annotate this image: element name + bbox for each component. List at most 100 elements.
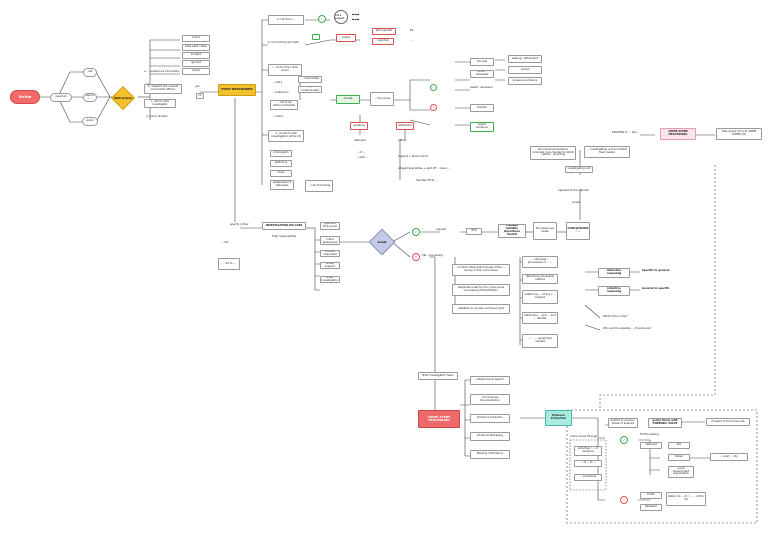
br-2: Forward to the Crime Lab: [706, 418, 750, 426]
reasoning-0: deductive reasoning: [598, 268, 630, 278]
top-right-csp: CRIME SCENE PROCESSING: [660, 128, 696, 140]
investigate-left-label: specify / other: [230, 223, 249, 226]
cri-list-2: establish an access command post: [452, 304, 510, 314]
start-node: Victim: [10, 90, 40, 104]
investigation-sub: Total responsibility: [272, 235, 297, 238]
top-right-process: PROCESS to ... the ...: [612, 131, 640, 134]
step-a: a. ... suspicious information: [144, 70, 180, 73]
invest-list-1: conduct initial assessment: [320, 236, 340, 245]
top-right-apprehend: Apprehend the offender: [558, 189, 590, 192]
csp-bottom: CRIME SCENE PROCESSING: [418, 410, 460, 428]
ring-bottom-node: visitor: [82, 117, 98, 126]
right-box-5: presence evidence: [508, 77, 542, 85]
yes-path-2: Manage Suitable Operations Toolkit: [498, 224, 526, 238]
fr-far-right-1: ... out of handing: [305, 180, 333, 192]
bottom-list-2: Evidence Collection: [470, 414, 510, 423]
right-box-6: transfer: [470, 104, 494, 112]
reasoning-to-0: Specific to general: [642, 269, 670, 272]
investigation-node: INVESTIGATION ON CASE: [262, 222, 306, 230]
yes-path-1: EVP: [466, 228, 482, 235]
note-deterrent: deterrent: [354, 139, 367, 142]
br-13: Released: [640, 504, 662, 511]
br-12: Victim: [640, 492, 662, 499]
step-b: b. dispatch the nearest local patrol off…: [144, 84, 182, 94]
invest-list-2: conduct interviews: [320, 250, 340, 257]
br-8: obtained: [640, 442, 662, 449]
top-right-files: Files and/or Docs at CRIME SCENE (W): [716, 128, 762, 140]
invest-list-4: enter investigation: [320, 276, 340, 283]
bottom-list-4: Marking of Evidence: [470, 450, 510, 459]
fr-step-d: d. conduct initial investigation at the …: [268, 130, 304, 142]
check-icon-bottom: ✓: [620, 436, 628, 444]
decision-wait-label: Wait arrives: [114, 96, 132, 100]
bottom-list-1: Crime Scene Documentation: [470, 394, 510, 405]
note-officer: officer: [398, 139, 407, 142]
br-0: Submit to receive / phase of analysis: [608, 418, 638, 428]
cri-mid-2: determine ... (if any / ... needed): [522, 290, 558, 304]
scribble-1: ▬▬▬: [352, 13, 360, 16]
br-4: Activities / ... of evidence: [574, 446, 602, 456]
top-right-invest: investigating unit: [565, 166, 593, 173]
cri-mid-1: determine processing method: [522, 274, 558, 284]
br-15: ... post ... city: [710, 453, 748, 461]
accept-node: Accept: [336, 95, 360, 104]
top-right-unit: ... investigating unit and SOCO Team lea…: [584, 146, 630, 158]
decision-arrest-label: arrest: [377, 240, 387, 244]
brief-team: Brief Investigation Team: [418, 372, 458, 380]
fr-sub3-1: ... contaminated: [298, 86, 322, 93]
list-a-0: choice: [182, 35, 210, 42]
invest-list-0: type and time (prior): [320, 222, 340, 230]
fr-sub-1: ... protection: [272, 91, 289, 94]
yes-path-0: request: [436, 228, 446, 231]
decision-wait: Wait arrives: [110, 85, 136, 111]
br-1: prefer those with FORENSIC VALUE: [648, 418, 682, 428]
ring-top-node: call: [83, 68, 97, 77]
note-text-4: Handles 5P at ...: [416, 179, 438, 182]
ring-mid-node: reported: [50, 93, 72, 102]
note-text-1: ... with ...: [356, 156, 369, 159]
fr-sub-3: ... scene: [272, 115, 283, 118]
right-box-1: victim / deceased: [470, 70, 494, 78]
cri-list-0: conduct initial walk-through of the ... …: [452, 264, 510, 276]
small-green-box: [312, 34, 320, 40]
accept-top: collect: [336, 34, 356, 42]
right-box-0: the side: [470, 58, 494, 66]
top-right-arrest: arrest: [572, 201, 580, 204]
yes-check-icon: ✓: [318, 15, 326, 23]
reasoning-1: inductive reasoning: [598, 286, 630, 296]
self-reported: self reported: [372, 28, 396, 35]
note-text-0: ... of ...: [356, 151, 366, 154]
br-7: Fill the sealing: [640, 433, 659, 436]
br-10: Owner: [668, 454, 690, 461]
cross-icon-arrest: ✕: [412, 253, 420, 261]
top-right-doc: Document all evidence collected, documen…: [530, 146, 576, 160]
step-c: c. inform duty investigator: [144, 99, 176, 108]
list-a-3: ignored: [182, 60, 210, 67]
cri-mid-3: determine ... and ... and ... utilities: [522, 312, 558, 324]
note-text-3: Alleged Specialties + sent off ... level…: [398, 167, 450, 170]
fr-sub2-0: photograph: [270, 150, 292, 157]
no-small: no: [196, 93, 204, 99]
fr-sub2-3: statements of witnesses: [270, 180, 294, 190]
br-3: Crime scene through: [570, 435, 598, 438]
br-5: ... of ... to ...: [574, 460, 602, 467]
ring-center-node: search / ...: [83, 93, 97, 102]
br-9: KIA: [668, 442, 690, 449]
cri-mid-0: ... interview ... procedures of ... ...: [522, 256, 558, 268]
invest-list-3: arrest suspect: [320, 262, 340, 269]
note-evidence: evidence: [350, 122, 368, 130]
yes-small: yes: [195, 85, 200, 88]
reasoning-to-1: General to specific: [642, 287, 670, 290]
left-small-2: ... 5A to ...: [218, 258, 240, 270]
fr-step-a: a. call from ...: [268, 15, 304, 25]
cri-list-1: designate route for the crime scene proc…: [452, 284, 510, 296]
right-box-2: death / deceased: [470, 86, 493, 89]
fr-step-b: b. record time and date: [268, 41, 299, 44]
step-d: d. police division: [146, 115, 168, 118]
right-box-3: sealing / refinement: [508, 55, 542, 63]
list-a-1: false alert / false: [182, 44, 210, 51]
check-icon-arrest: ✓: [412, 228, 420, 236]
br-11: Local Government organization: [668, 466, 694, 478]
yes-path-3: Principles and Goals: [533, 222, 557, 240]
